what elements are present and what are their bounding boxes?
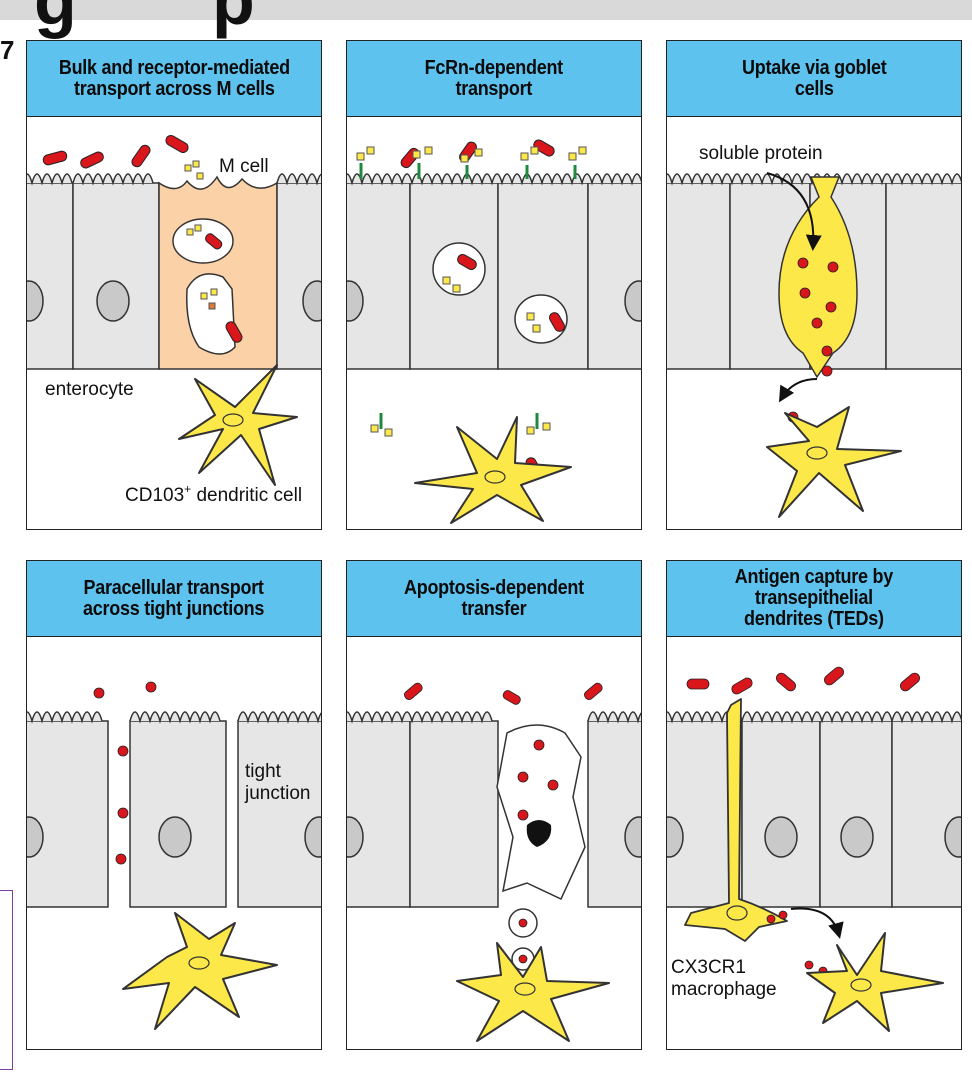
panel-header: Bulk and receptor-mediated transport acr… — [27, 41, 321, 117]
dendritic-cell — [123, 913, 277, 1029]
soluble-protein-label: soluble protein — [699, 143, 823, 164]
panel-teds: Antigen capture by transepithelial dendr… — [666, 560, 962, 1050]
panel-title: Uptake via goblet cells — [742, 58, 886, 100]
panel-title: FcRn-dependent transport — [425, 58, 563, 100]
panel-illustration: soluble protein — [667, 117, 962, 530]
panel-title: Antigen capture by transepithelial dendr… — [735, 567, 893, 630]
panel-fcrn: FcRn-dependent transport — [346, 40, 642, 530]
panel-header: Paracellular transport across tight junc… — [27, 561, 321, 637]
epithelium — [27, 174, 322, 369]
figure-number: 7 — [0, 35, 14, 66]
cropped-glyph: g — [34, 0, 77, 40]
panel-paracellular: Paracellular transport across tight junc… — [26, 560, 322, 1050]
epithelium — [347, 712, 642, 970]
panel-title: Paracellular transport across tight junc… — [83, 578, 264, 620]
enterocyte-label: enterocyte — [45, 379, 134, 400]
epithelium — [667, 712, 962, 907]
panel-m-cells: Bulk and receptor-mediated transport acr… — [26, 40, 322, 530]
panel-illustration — [347, 637, 642, 1050]
cropped-glyph: p — [212, 0, 255, 40]
panel-illustration — [347, 117, 642, 530]
dendritic-cell — [767, 407, 901, 517]
panel-header: Antigen capture by transepithelial dendr… — [667, 561, 961, 637]
panel-header: Uptake via goblet cells — [667, 41, 961, 117]
dendritic-cell — [807, 933, 943, 1031]
transfer-arrow — [781, 379, 817, 399]
dendritic-cell-label: CD103+ dendritic cell — [125, 482, 302, 506]
epithelium — [347, 174, 642, 369]
epithelium — [27, 712, 322, 907]
panel-illustration: M cell enterocyte CD103+ dendritic cell — [27, 117, 322, 530]
panel-title: Apoptosis-dependent transfer — [404, 578, 584, 620]
dendritic-cell — [415, 417, 571, 523]
epithelium — [667, 174, 962, 377]
panel-header: Apoptosis-dependent transfer — [347, 561, 641, 637]
side-frame — [0, 890, 13, 1070]
panel-header: FcRn-dependent transport — [347, 41, 641, 117]
m-cell-label: M cell — [219, 156, 269, 177]
panel-goblet: Uptake via goblet cells soluble protein — [666, 40, 962, 530]
transfer-arrow — [791, 909, 839, 935]
top-bar: g p — [0, 0, 972, 20]
panel-title: Bulk and receptor-mediated transport acr… — [58, 58, 289, 100]
panel-apoptosis: Apoptosis-dependent transfer — [346, 560, 642, 1050]
